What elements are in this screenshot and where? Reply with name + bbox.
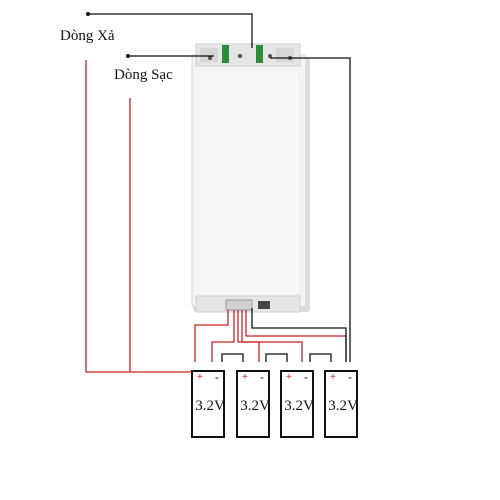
terminal-hole-3 bbox=[268, 54, 272, 58]
balance-connector bbox=[225, 299, 253, 311]
board-surface bbox=[200, 72, 298, 294]
cell-2-positive-terminal: + bbox=[242, 372, 248, 383]
connector-green-right bbox=[256, 45, 263, 63]
battery-cell-4: + - 3.2V bbox=[324, 370, 358, 438]
cell-1-voltage: 3.2V bbox=[195, 398, 225, 414]
cell-4-voltage: 3.2V bbox=[328, 398, 358, 414]
discharge-pointer bbox=[86, 12, 253, 48]
cell-4-negative-terminal: - bbox=[348, 370, 352, 384]
terminal-hole-2 bbox=[238, 54, 242, 58]
discharge-label: Dòng Xả bbox=[60, 28, 115, 44]
cell-2-voltage: 3.2V bbox=[240, 398, 270, 414]
cell-3-negative-terminal: - bbox=[304, 370, 308, 384]
cell-3-voltage: 3.2V bbox=[284, 398, 314, 414]
cell-3-positive-terminal: + bbox=[286, 372, 292, 383]
charge-label: Dòng Sạc bbox=[114, 67, 173, 83]
battery-cell-2: + - 3.2V bbox=[236, 370, 270, 438]
battery-cell-1: + - 3.2V bbox=[191, 370, 225, 438]
negative-wiring bbox=[221, 57, 351, 362]
battery-cell-3: + - 3.2V bbox=[280, 370, 314, 438]
terminal-hole-1 bbox=[208, 56, 212, 60]
cell-1-positive-terminal: + bbox=[197, 372, 203, 383]
cell-1-negative-terminal: - bbox=[215, 370, 219, 384]
pcb-pad-right bbox=[276, 48, 294, 62]
cell-2-negative-terminal: - bbox=[260, 370, 264, 384]
cell-4-positive-terminal: + bbox=[330, 372, 336, 383]
connector-green-left bbox=[222, 45, 229, 63]
pcb-pad-left bbox=[200, 48, 218, 62]
bms-board bbox=[191, 43, 310, 313]
charge-pointer bbox=[126, 54, 214, 58]
bottom-connector-right bbox=[258, 301, 270, 309]
